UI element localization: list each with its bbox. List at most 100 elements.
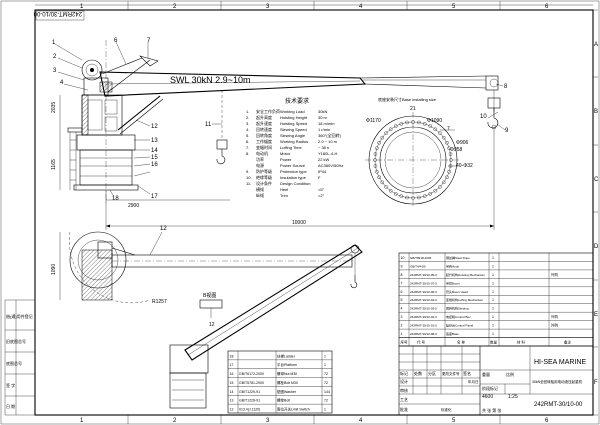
bom-note: 外购 [551,323,559,328]
bolt-hole [388,188,393,193]
bom-code: 242RMT-30/10-02-0 [410,315,437,319]
dim-left-height: 1090 [51,264,57,275]
bom-no: 6 [401,290,403,294]
bolt-hole [445,175,449,180]
bom-code: 242RMT-30/10-03-0 [410,307,437,311]
bom-code: GB/T5781-2000 [239,381,264,385]
col-label: 1 [80,418,84,424]
bom-code: 242RMT-30/10-05-0 [410,273,437,277]
bolt-hole [399,194,404,198]
bom-name: 变幅机构Luffing Mechanism [446,297,484,302]
bom-qty: 72 [324,372,328,376]
spec-row: 6. 工作幅度 Working Radius 2.9 ~ 10 m [246,138,338,144]
rotated-drawing-code: 242RMT-30/10-00 [33,10,82,16]
bolt-hole [388,127,393,132]
bom-note: 外购 [551,272,559,277]
dim-outer: Φ1170 [366,118,381,124]
base-installing-view: 底座安装尺寸Base installing size Φ1170 Φ1090 7… [365,96,473,208]
spec-index: 5. [246,133,249,138]
spec-index: 10. [246,175,252,180]
bom-note: 外购 [551,314,559,319]
bolt-hole [445,140,449,145]
bom-name: 回转机构Slewing [446,306,469,311]
product-name: 30kN全回转船用电动液压起重机 [532,379,583,384]
company-name: HI-SEA MARINE [534,359,586,366]
drawing-number: 242RMT-30/10-00 [534,402,583,408]
spec-en: Working Radius [280,139,308,144]
bolt-hole [417,120,421,125]
bom-no: 14 [230,390,234,394]
bolt-hole [441,135,446,140]
row-label: B [594,109,598,115]
spec-index: 7. [246,145,249,150]
bom-no: 7 [401,281,403,285]
part-number: 9 [505,128,509,134]
tb-role: 批准 [400,406,408,412]
tb-row-label: 年月日 [468,379,479,384]
dim-mid: Φ958 [450,147,463,153]
rotated-code-box: 242RMT-30/10-00 [33,10,85,21]
bolt-hole [399,122,404,126]
spec-index: 6. [246,139,249,144]
dim-bolt-spec: 40-Φ32 [456,163,473,169]
bom-no: 4 [401,307,403,311]
bom-no: 16 [230,372,234,376]
bolt-hole [393,192,398,196]
col-label: 3 [266,4,270,10]
bolt-hole [438,185,442,189]
spec-cn: 电动机 [256,150,268,156]
spec-value: 2.9 ~ 10 m [318,139,338,144]
spec-cn: 工作幅度 [256,138,272,144]
bom-qty: 144 [324,390,330,394]
spec-value: 360°(全回转) [318,132,342,138]
bom-no: 17 [230,363,234,367]
swl-label: SWL 30kN 2.9~10m [170,75,250,85]
bolt-hole [375,146,379,151]
spec-en: Protection type [280,169,307,174]
spec-value: 18 m/min [318,121,334,126]
bom-name: 吊钩Hook [446,263,460,268]
bom-qty: 1 [492,264,494,268]
bom-code: 242RMT-30/10-06-0 [410,290,437,294]
spec-value: <2° [318,193,325,198]
bom-header-material: 材 料 [517,340,525,345]
part-number: 16 [151,162,158,168]
spec-cn: 起升速度 [256,120,272,126]
bom-header-no: 序号 [401,340,409,345]
spec-en: Heel [280,187,288,192]
row-label: F [594,380,598,386]
bom-no: 1 [401,332,403,336]
base-title: 底座安装尺寸Base installing size [378,96,437,102]
spec-index: 3. [246,121,249,126]
bolt-hole [449,158,453,162]
col-label: 4 [359,418,363,424]
part-number: 6 [114,38,118,44]
bom-header-note: 备注 [564,340,572,345]
title-block: 标记 处数 分区 更改文件号 签名 年月日 设计 审核 工艺 批准 标准化 HI… [398,345,594,416]
bom-name: 吊臂Boom [446,280,460,285]
dim-jib-length: 10000 [292,220,306,226]
bom-code: GB/T4/4-80 [410,264,426,268]
spec-en: Slewing Speed [280,127,307,132]
bom-no: 3 [401,315,403,319]
bom-header: 序号代 号名 称数量材 料备注 [401,340,572,345]
spec-index: 11. [246,181,251,186]
dim-base-width: 2900 [128,203,139,209]
part-number: 18 [112,196,119,202]
dim-inner: Φ906 [456,140,469,146]
part-number: 15 [151,155,158,161]
